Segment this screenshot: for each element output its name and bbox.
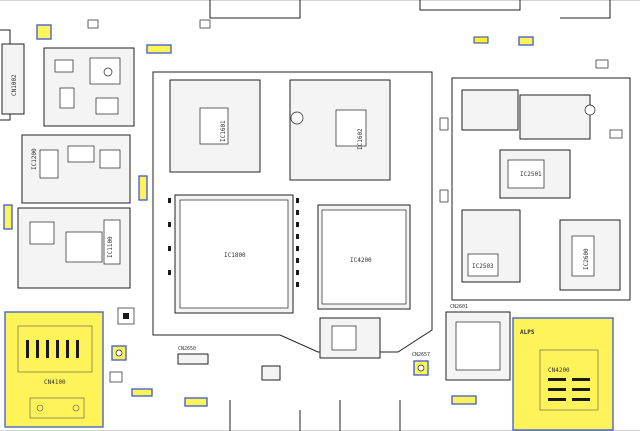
- ic4200-label: IC4200: [350, 257, 372, 264]
- ic2503-label: IC2503: [472, 263, 494, 270]
- cn4100-highlight: CN4100: [4, 311, 104, 428]
- left-mid-module: IC1200: [21, 134, 131, 204]
- ic1200-label: IC1200: [31, 148, 38, 170]
- ic1800-label: IC1800: [224, 252, 246, 259]
- cn2650-label: CN2650: [178, 346, 196, 352]
- cn4200-highlight: ALPS CN4200: [512, 317, 614, 431]
- ic2501-label: IC2501: [520, 171, 542, 178]
- left-lower-module: IC1100: [17, 207, 131, 289]
- cn1002-connector: CN1002: [1, 43, 25, 115]
- right-module: IC2501 IC2503 IC2600: [451, 77, 631, 301]
- cn4200-label: CN4200: [548, 367, 570, 374]
- central-main-block: IC1601 IC1602 IC1800 IC4200: [152, 71, 433, 359]
- ic1602-label: IC1602: [357, 128, 364, 150]
- small-highlighted-parts: [3, 24, 534, 407]
- cn2601-connector: CN2601: [445, 304, 511, 381]
- ic1100-label: IC1100: [107, 236, 114, 258]
- ic2600-label: IC2600: [583, 248, 590, 270]
- cn2601-label: CN2601: [450, 304, 468, 310]
- misc-components: [87, 19, 623, 383]
- top-left-module: [43, 47, 135, 127]
- alps-label: ALPS: [520, 329, 535, 336]
- cn1002-label: CN1002: [11, 74, 18, 96]
- cn2657-label: CN2657: [412, 352, 430, 358]
- ic1601-label: IC1601: [220, 120, 227, 142]
- cn4100-label: CN4100: [44, 379, 66, 386]
